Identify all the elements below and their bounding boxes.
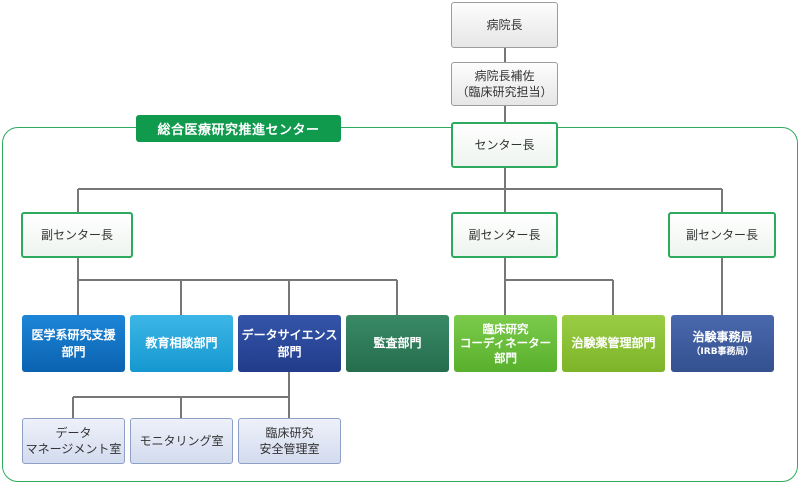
dept-clinical-trial-office: 治験事務局 （IRB事務局） xyxy=(671,315,774,372)
center-name-label: 総合医療研究推進センター xyxy=(136,115,341,142)
dept-label: 教育相談部門 xyxy=(145,336,218,351)
dept-label: 部門 xyxy=(494,350,517,365)
deputy-label: 副センター長 xyxy=(468,227,541,242)
dept-label: 医学系研究支援 xyxy=(31,328,116,343)
dept-data-science: データサイエンス 部門 xyxy=(238,315,341,372)
subunit-label: マネージメント室 xyxy=(25,442,122,456)
center-head-label: センター長 xyxy=(474,137,535,152)
deputy-label: 副センター長 xyxy=(685,227,758,242)
dept-clinical-research-coordinator: 臨床研究 コーディネーター 部門 xyxy=(454,315,557,372)
dept-label: データサイエンス xyxy=(241,328,338,343)
assistant-director-title: 病院長補佐 xyxy=(474,68,535,83)
director-box: 病院長 xyxy=(451,2,558,48)
dept-sublabel: （IRB事務局） xyxy=(691,346,754,357)
deputy-box-left: 副センター長 xyxy=(21,212,133,258)
dept-label: 部門 xyxy=(61,344,86,359)
subunit-data-management: データ マネージメント室 xyxy=(22,418,125,464)
center-frame xyxy=(2,127,798,482)
assistant-director-role: （臨床研究担当） xyxy=(456,85,553,99)
dept-education-consultation: 教育相談部門 xyxy=(130,315,233,372)
assistant-director-box: 病院長補佐 （臨床研究担当） xyxy=(451,62,558,106)
deputy-box-right: 副センター長 xyxy=(668,212,776,258)
dept-label: 臨床研究 xyxy=(482,321,529,336)
center-head-box: センター長 xyxy=(451,122,558,168)
dept-investigational-drug-management: 治験薬管理部門 xyxy=(562,315,665,372)
deputy-label: 副センター長 xyxy=(40,227,113,242)
subunit-label: 臨床研究 xyxy=(265,425,314,440)
subunit-label: 安全管理室 xyxy=(259,442,320,456)
subunit-label: モニタリング室 xyxy=(139,433,224,448)
dept-label: 監査部門 xyxy=(373,336,422,351)
subunit-label: データ xyxy=(55,425,92,440)
director-label: 病院長 xyxy=(486,17,523,32)
dept-label: 治験薬管理部門 xyxy=(571,336,656,351)
subunit-monitoring: モニタリング室 xyxy=(130,418,233,464)
subunit-clinical-research-safety: 臨床研究 安全管理室 xyxy=(238,418,341,464)
dept-label: コーディネーター xyxy=(459,336,552,351)
dept-audit: 監査部門 xyxy=(346,315,449,372)
dept-label: 部門 xyxy=(277,344,302,359)
deputy-box-middle: 副センター長 xyxy=(451,212,558,258)
dept-label: 治験事務局 xyxy=(692,330,753,345)
dept-medical-research-support: 医学系研究支援 部門 xyxy=(22,315,125,372)
